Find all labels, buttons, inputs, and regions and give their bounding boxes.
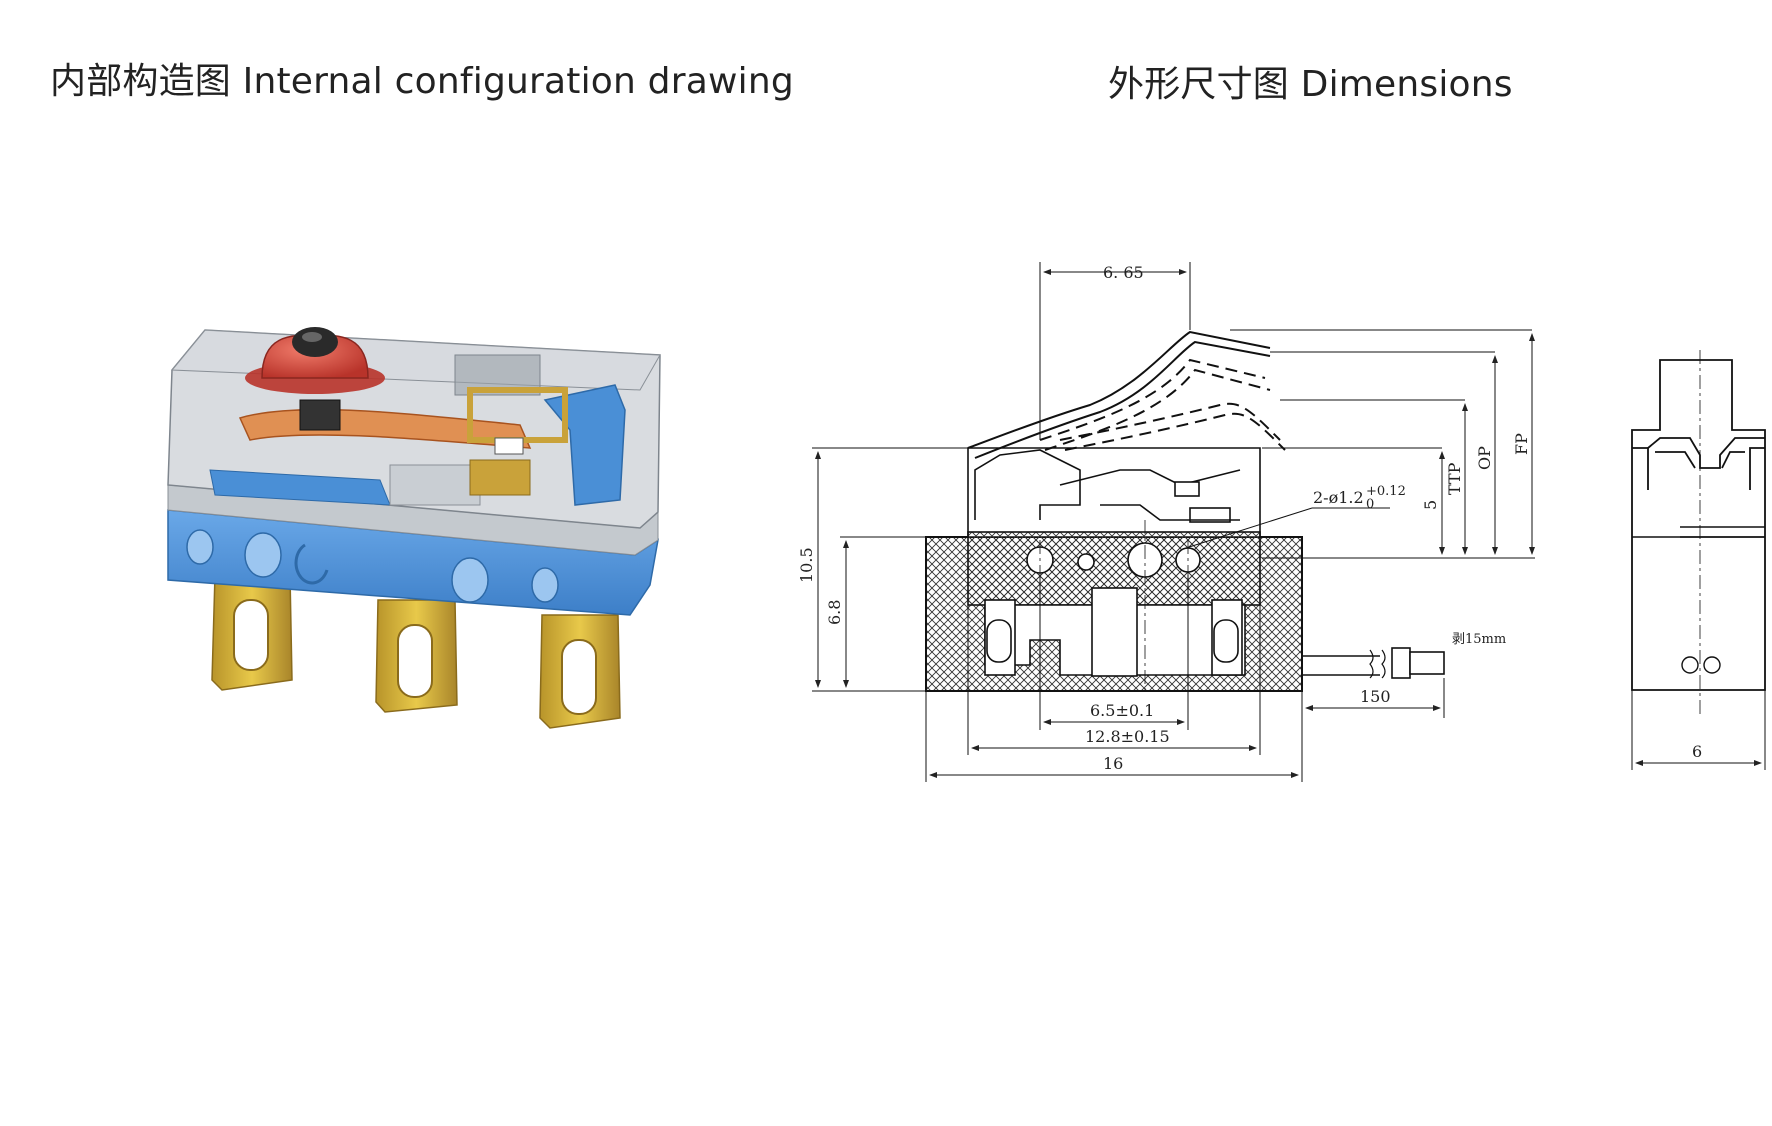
dim-wire-length: 150 (1360, 687, 1391, 706)
dim-ttp: TTP (1445, 462, 1464, 495)
dim-hole-tol-upper: +0.12 (1366, 484, 1406, 499)
dim-height-body: 6.8 (825, 600, 844, 625)
dim-width: 16 (1103, 754, 1123, 773)
terminal-middle (375, 599, 458, 713)
red-actuator-button (245, 327, 385, 394)
dim-lever: 5 (1421, 500, 1440, 510)
title-internal-configuration: 内部构造图 Internal configuration drawing (50, 61, 794, 102)
title-dimensions: 外形尺寸图 Dimensions (1108, 64, 1513, 105)
dim-wire-strip: 剥15mm (1452, 632, 1506, 647)
dim-hole: 2-ø1.2 (1313, 488, 1364, 507)
blue-base (167, 484, 660, 616)
end-view-drawing (1631, 350, 1766, 770)
terminal-left (211, 574, 293, 691)
dim-top-offset: 6. 65 (1103, 263, 1144, 282)
dim-pitch: 6.5±0.1 (1090, 701, 1154, 720)
side-view-dimension-drawing (812, 262, 1535, 782)
terminal-right (539, 614, 621, 729)
dim-hole-tol-lower: 0 (1366, 497, 1374, 512)
dim-span: 12.8±0.15 (1085, 727, 1170, 746)
dim-depth: 6 (1692, 742, 1702, 761)
dim-op: OP (1475, 446, 1494, 470)
dim-fp: FP (1512, 433, 1531, 455)
orange-spring-lever (238, 387, 568, 496)
dim-height-total: 10.5 (797, 547, 816, 583)
internal-configuration-illustration (167, 327, 661, 729)
